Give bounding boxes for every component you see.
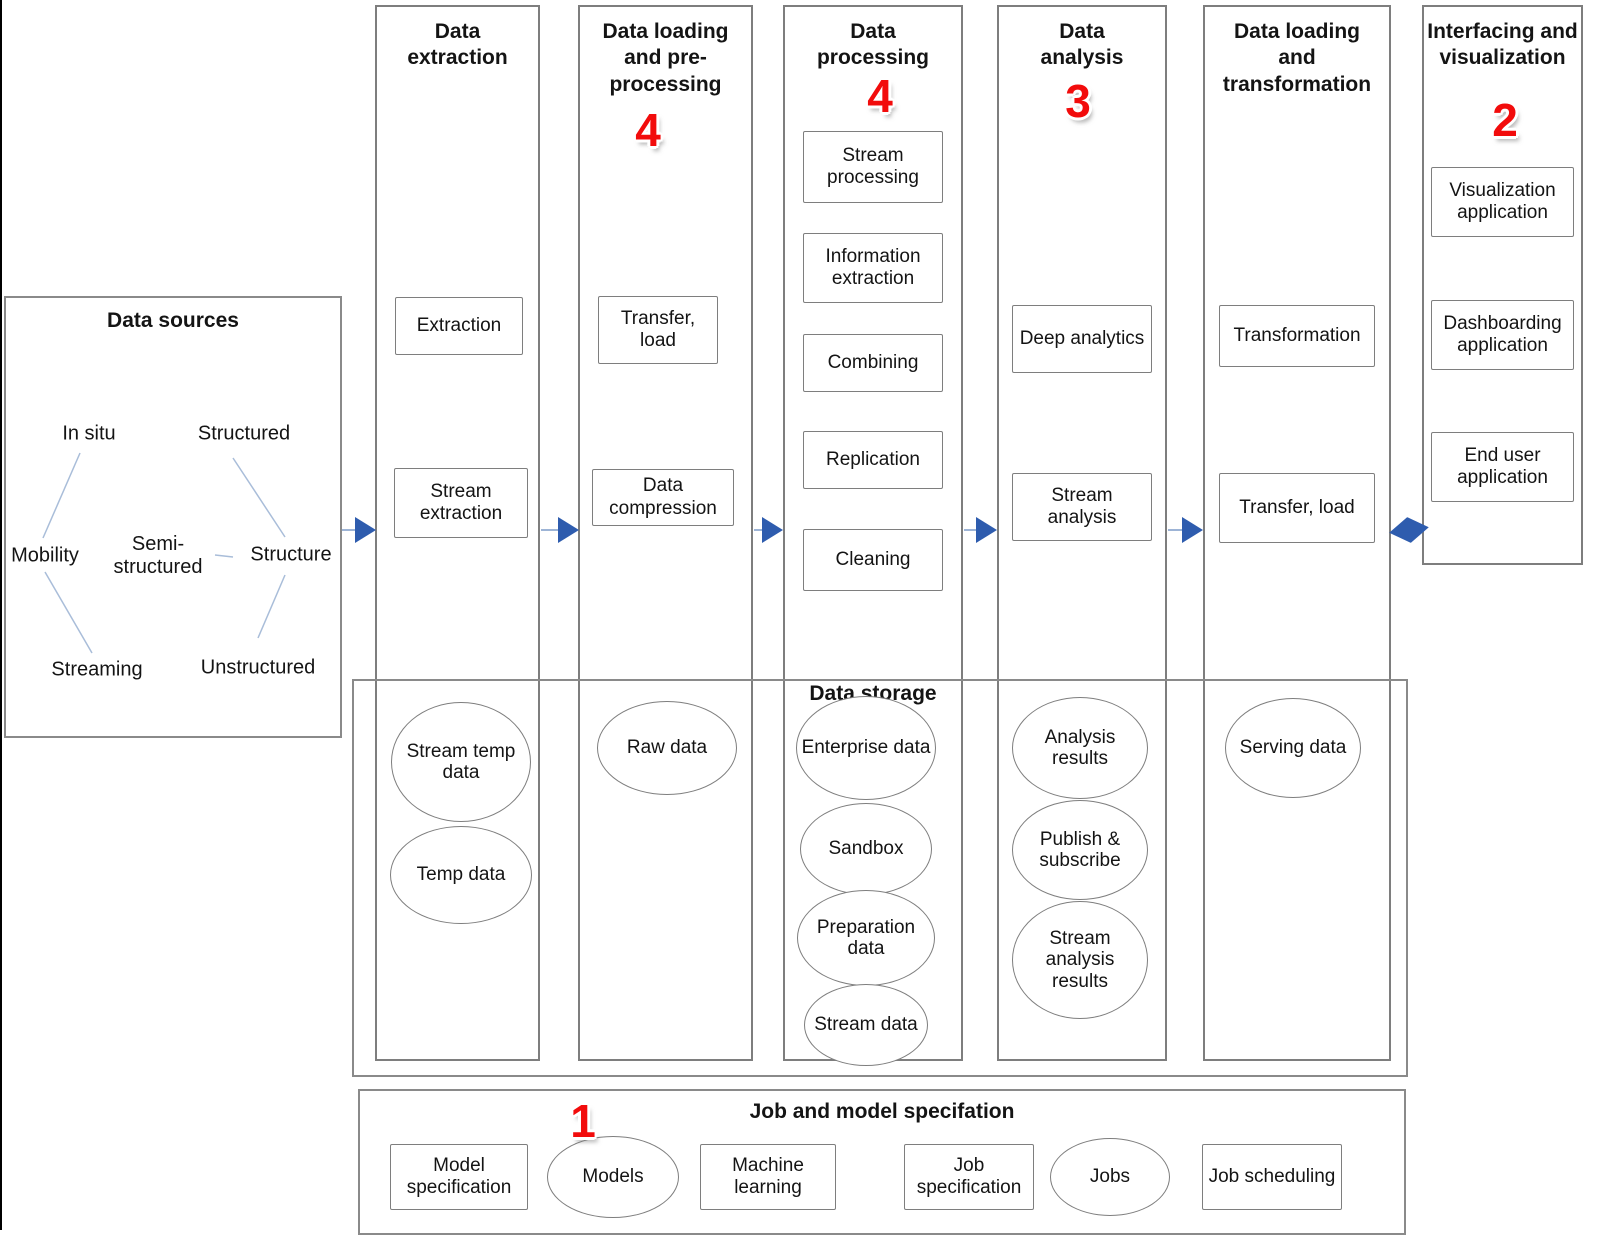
column-title: Data processing — [816, 20, 930, 70]
job-box-machine-learning: Machine learning — [700, 1144, 836, 1210]
data-store-stream-temp-data: Stream temp data — [391, 702, 531, 822]
job-box-job-scheduling: Job scheduling — [1202, 1144, 1342, 1210]
column-data-loading-preprocessing: Data loading and pre-processing — [578, 5, 753, 1061]
data-store-temp-data: Temp data — [390, 826, 532, 924]
flow-arrow-icon — [558, 517, 579, 543]
process-box-extraction: Extraction — [395, 297, 523, 355]
source-node-structure: Structure — [250, 543, 332, 566]
arrow-tail — [754, 529, 764, 531]
flow-arrow-icon — [1182, 517, 1203, 543]
source-node-unstructured: Unstructured — [200, 656, 316, 679]
data-storage-panel — [352, 679, 1408, 1077]
source-node-mobility: Mobility — [11, 544, 79, 567]
source-node-streaming: Streaming — [51, 658, 143, 681]
process-box-deep-analytics: Deep analytics — [1012, 305, 1152, 373]
data-store-sandbox: Sandbox — [800, 803, 932, 895]
data-store-publish-subscribe: Publish & subscribe — [1012, 800, 1148, 900]
data-store-enterprise-data: Enterprise data — [796, 696, 936, 800]
flow-arrow-icon — [355, 517, 376, 543]
job-ellipse-models: Models — [547, 1136, 679, 1218]
job-box-model-specification: Model specification — [390, 1144, 528, 1210]
column-title: Data analysis — [1040, 20, 1124, 70]
process-box-combining: Combining — [803, 334, 943, 392]
process-box-stream-analysis: Stream analysis — [1012, 473, 1152, 541]
arrow-tail — [342, 529, 358, 531]
data-store-stream-data: Stream data — [804, 984, 928, 1066]
arrow-tail — [541, 529, 559, 531]
process-box-transfer-load-2: Transfer, load — [1219, 473, 1375, 543]
source-node-semi-structured: Semi-structured — [113, 533, 203, 578]
arrow-tail — [964, 529, 978, 531]
data-store-analysis-results: Analysis results — [1012, 697, 1148, 799]
data-store-serving-data: Serving data — [1225, 698, 1361, 798]
screenshot-left-edge — [0, 0, 2, 1230]
process-box-data-compression: Data compression — [592, 469, 734, 526]
process-box-end-user-application: End user application — [1431, 432, 1574, 502]
annotation-badge-3: 3 — [1065, 75, 1091, 127]
column-title: Data loading and pre-processing — [602, 20, 729, 96]
job-model-title: Job and model specifation — [749, 1100, 1015, 1123]
source-node-in-situ: In situ — [62, 422, 116, 445]
source-node-structured: Structured — [197, 422, 291, 445]
process-box-information-extraction: Information extraction — [803, 233, 943, 303]
process-box-dashboarding-application: Dashboarding application — [1431, 300, 1574, 370]
annotation-badge-4: 4 — [635, 104, 661, 156]
data-sources-connector-lines — [42, 452, 286, 654]
annotation-badge-1: 1 — [570, 1095, 596, 1147]
data-sources-panel: Data sources — [4, 296, 342, 738]
data-store-preparation-data: Preparation data — [797, 890, 935, 986]
data-sources-title: Data sources — [107, 309, 239, 332]
column-title: Interfacing and visualization — [1427, 20, 1578, 70]
process-box-transfer-load: Transfer, load — [598, 296, 718, 364]
flow-arrow-icon — [762, 517, 783, 543]
annotation-badge-4: 4 — [867, 70, 893, 122]
column-title: Data loading and transformation — [1222, 20, 1372, 96]
job-box-job-specification: Job specification — [904, 1144, 1034, 1210]
arrow-tail — [1168, 529, 1184, 531]
process-box-visualization-application: Visualization application — [1431, 167, 1574, 237]
data-store-stream-analysis-results: Stream analysis results — [1012, 901, 1148, 1019]
job-ellipse-jobs: Jobs — [1050, 1138, 1170, 1216]
process-box-stream-extraction: Stream extraction — [394, 468, 528, 538]
annotation-badge-2: 2 — [1492, 94, 1518, 146]
process-box-stream-processing: Stream processing — [803, 131, 943, 203]
process-box-cleaning: Cleaning — [803, 529, 943, 591]
process-box-replication: Replication — [803, 431, 943, 489]
flow-arrow-icon — [976, 517, 997, 543]
column-title: Data extraction — [407, 20, 508, 70]
data-store-raw-data: Raw data — [597, 701, 737, 795]
process-box-transformation: Transformation — [1219, 305, 1375, 367]
